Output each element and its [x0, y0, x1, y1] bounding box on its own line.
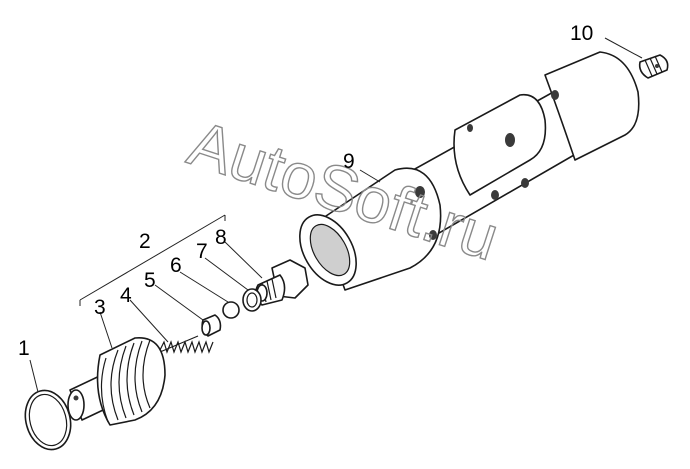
group-2-bracket: [79, 214, 226, 306]
callout-7: 7: [196, 240, 208, 263]
part-5-valve-cap: [201, 314, 222, 337]
callout-4: 4: [120, 284, 132, 307]
callout-8: 8: [215, 226, 227, 249]
callout-1: 1: [18, 337, 30, 360]
part-3-threaded-plug: [67, 337, 166, 426]
callout-9: 9: [343, 150, 355, 173]
part-7-small-o-ring: [242, 288, 262, 312]
callout-10: 10: [570, 22, 593, 45]
part-6-ball: [222, 301, 240, 319]
callout-6: 6: [170, 254, 182, 277]
callout-5: 5: [144, 269, 156, 292]
callout-2: 2: [139, 230, 151, 253]
part-4-spring: [159, 335, 214, 354]
leader-lines: [29, 37, 643, 393]
part-10-plug: [638, 54, 669, 79]
callout-3: 3: [94, 296, 106, 319]
part-8-hex-fitting: [254, 259, 309, 306]
part-9-body-sleeve: [299, 51, 640, 291]
part-1-large-o-ring: [24, 389, 72, 451]
